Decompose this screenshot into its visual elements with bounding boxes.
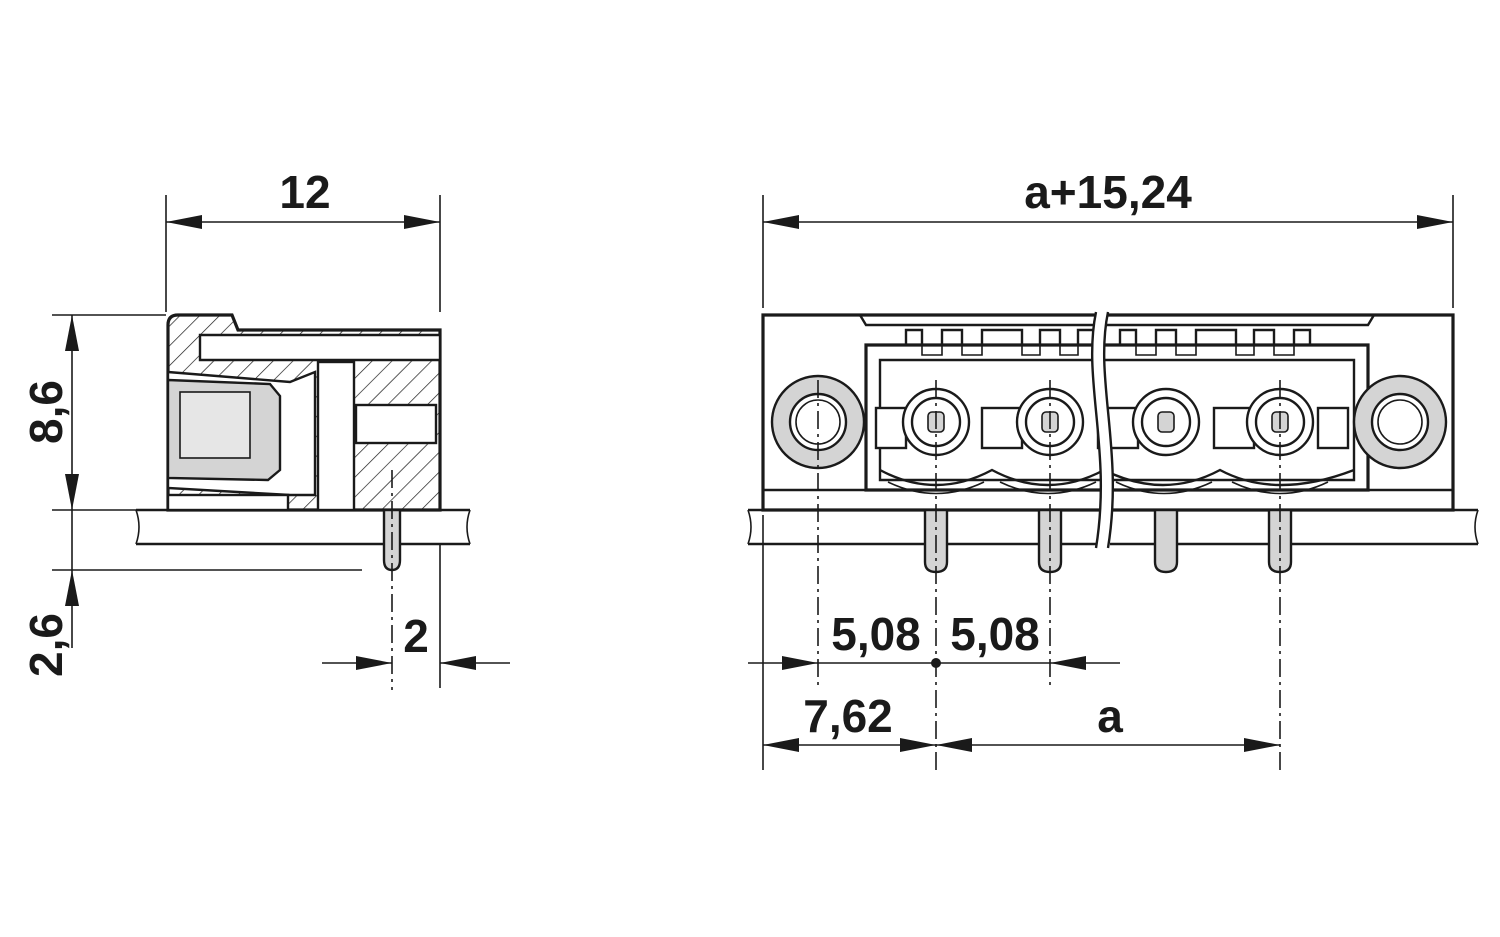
dim-label-pitch-right: 5,08 bbox=[950, 608, 1040, 660]
dim-label-span: a bbox=[1097, 690, 1123, 742]
front-view: a+15,24 5,08 5,08 7,62 a bbox=[747, 166, 1479, 770]
front-pin-3 bbox=[1153, 508, 1179, 574]
dim-label-edge: 7,62 bbox=[803, 690, 893, 742]
dim-label-overall: a+15,24 bbox=[1024, 166, 1192, 218]
dim-label-2: 2 bbox=[403, 610, 429, 662]
front-screw-3 bbox=[1131, 387, 1201, 457]
dim-height-8-6: 8,6 bbox=[20, 314, 166, 511]
dim-overall: a+15,24 bbox=[762, 166, 1454, 308]
dim-label-12: 12 bbox=[279, 166, 330, 218]
dim-pin-offset-2: 2 bbox=[322, 544, 510, 688]
dim-pitch: 5,08 5,08 bbox=[748, 608, 1120, 670]
dim-pin-length-2-6: 2,6 bbox=[20, 510, 362, 677]
front-break-line bbox=[1090, 311, 1114, 549]
dim-label-8-6: 8,6 bbox=[20, 380, 72, 444]
side-pin bbox=[382, 470, 402, 690]
front-flange-right bbox=[1352, 374, 1448, 470]
side-view: 12 8,6 2,6 2 bbox=[20, 166, 510, 690]
side-pcb bbox=[135, 508, 471, 546]
side-housing bbox=[166, 313, 442, 512]
dim-label-pitch-left: 5,08 bbox=[831, 608, 921, 660]
pitch-center-dot bbox=[931, 658, 941, 668]
front-center-lines bbox=[817, 380, 1281, 770]
dim-width-12: 12 bbox=[165, 166, 441, 312]
dim-label-2-6: 2,6 bbox=[20, 613, 72, 677]
dim-edge-and-span: 7,62 a bbox=[762, 515, 1280, 770]
